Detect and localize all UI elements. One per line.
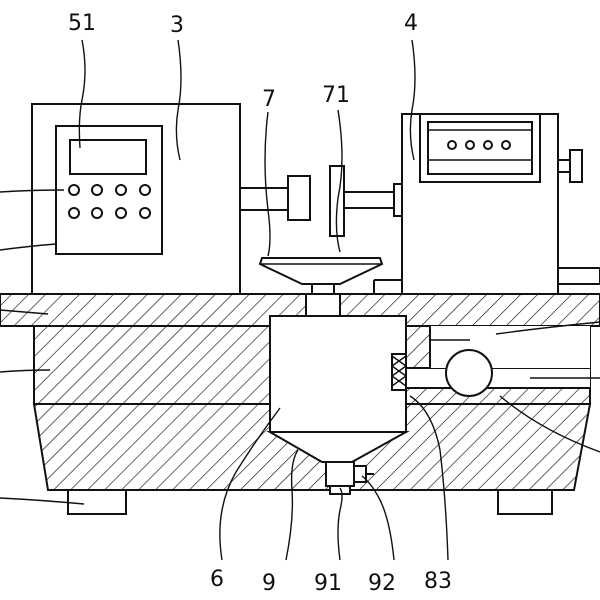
label-92: 92 <box>368 571 396 596</box>
adjustment-knob <box>557 149 583 183</box>
label-3: 3 <box>170 13 184 38</box>
label-6: 6 <box>210 567 224 592</box>
collecting-funnel <box>258 257 384 317</box>
display-screen <box>69 139 147 175</box>
leader-lines <box>0 39 600 561</box>
right-shaft <box>343 183 403 217</box>
label-7: 7 <box>262 87 276 112</box>
label-91: 91 <box>314 571 342 596</box>
headstock-rails <box>373 267 600 294</box>
label-4: 4 <box>404 11 418 36</box>
support-foot-left <box>67 489 127 515</box>
left-chuck <box>287 175 311 221</box>
label-9: 9 <box>262 571 276 596</box>
label-83: 83 <box>424 569 452 594</box>
left-shaft <box>239 187 289 211</box>
outlet-pipe <box>325 461 355 495</box>
label-51: 51 <box>68 11 96 36</box>
headstock-tool-holder <box>419 113 541 183</box>
filter-screen <box>391 353 407 391</box>
collection-tank <box>269 315 407 433</box>
support-foot-right <box>497 489 553 515</box>
keypad-buttons <box>68 184 151 219</box>
pump-wheel <box>445 349 493 397</box>
label-71: 71 <box>322 83 350 108</box>
outlet-valve <box>353 465 374 483</box>
